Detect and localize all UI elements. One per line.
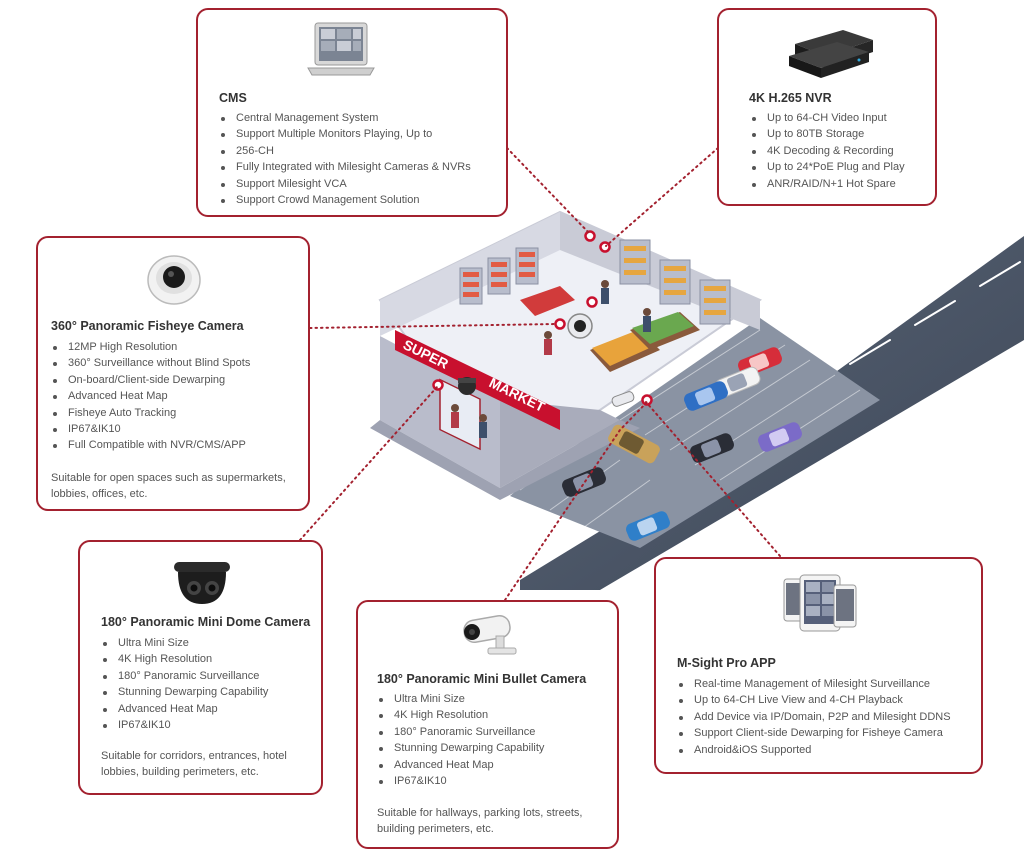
card-minidome-features: Ultra Mini Size 4K High Resolution 180° … [100, 635, 268, 733]
feature-item: 4K Decoding & Recording [749, 143, 905, 159]
feature-item: Ultra Mini Size [100, 635, 268, 651]
feature-item: Support Milesight VCA [218, 176, 471, 192]
feature-item: Ultra Mini Size [376, 691, 544, 707]
feature-item: Stunning Dewarping Capability [100, 684, 268, 700]
feature-item: Central Management System [218, 110, 471, 126]
card-bullet-note: Suitable for hallways, parking lots, str… [377, 807, 583, 835]
feature-item: Android&iOS Supported [676, 742, 951, 758]
card-bullet: 180° Panoramic Mini Bullet Camera Ultra … [356, 600, 619, 849]
feature-item: Support Client-side Dewarping for Fishey… [676, 725, 951, 741]
card-nvr-title: 4K H.265 NVR [749, 91, 832, 105]
feature-item: Advanced Heat Map [376, 757, 544, 773]
fisheye-camera-mount [567, 313, 593, 339]
feature-item: Up to 64-CH Live View and 4-CH Playback [676, 692, 951, 708]
feature-item: 4K High Resolution [100, 651, 268, 667]
connector-lines [299, 147, 781, 601]
feature-item: Advanced Heat Map [50, 388, 250, 404]
card-cms-features: Central Management System Support Multip… [218, 110, 471, 208]
feature-item: 360° Surveillance without Blind Spots [50, 355, 250, 371]
card-bullet-title: 180° Panoramic Mini Bullet Camera [377, 672, 587, 686]
minidome-camera-icon [174, 562, 230, 604]
feature-item: On-board/Client-side Dewarping [50, 372, 250, 388]
feature-item: Up to 80TB Storage [749, 126, 905, 142]
feature-item: Add Device via IP/Domain, P2P and Milesi… [676, 709, 951, 725]
card-app-title: M-Sight Pro APP [677, 656, 776, 670]
feature-item: Fully Integrated with Milesight Cameras … [218, 159, 471, 175]
parked-cars [562, 347, 802, 541]
feature-item: Support Multiple Monitors Playing, Up to [218, 126, 471, 142]
feature-item: 180° Panoramic Surveillance [376, 724, 544, 740]
feature-item: Up to 64-CH Video Input [749, 110, 905, 126]
card-app: M-Sight Pro APP Real-time Management of … [654, 557, 983, 774]
fisheye-camera-icon [147, 255, 201, 305]
minidome-camera-mount [458, 377, 476, 395]
card-minidome-note: Suitable for corridors, entrances, hotel… [101, 750, 287, 778]
card-minidome-title: 180° Panoramic Mini Dome Camera [101, 615, 311, 629]
card-cms-title: CMS [219, 91, 247, 105]
feature-item: IP67&IK10 [50, 421, 250, 437]
card-app-features: Real-time Management of Milesight Survei… [676, 676, 951, 758]
feature-item: Support Crowd Management Solution [218, 192, 471, 208]
card-nvr: 4K H.265 NVR Up to 64-CH Video Input Up … [717, 8, 937, 206]
card-nvr-features: Up to 64-CH Video Input Up to 80TB Stora… [749, 110, 905, 192]
feature-item: IP67&IK10 [100, 717, 268, 733]
feature-item: Fisheye Auto Tracking [50, 405, 250, 421]
feature-item: Full Compatible with NVR/CMS/APP [50, 437, 250, 453]
bullet-camera-icon [463, 615, 517, 655]
mobile-devices-icon [783, 574, 857, 632]
card-fisheye: 360° Panoramic Fisheye Camera 12MP High … [36, 236, 310, 511]
feature-item: 12MP High Resolution [50, 339, 250, 355]
card-fisheye-title: 360° Panoramic Fisheye Camera [51, 319, 244, 333]
nvr-device-icon [789, 30, 873, 78]
feature-item: Real-time Management of Milesight Survei… [676, 676, 951, 692]
laptop-icon [307, 22, 375, 76]
feature-item: ANR/RAID/N+1 Hot Spare [749, 176, 905, 192]
feature-item: 4K High Resolution [376, 707, 544, 723]
feature-item: 256-CH [218, 143, 471, 159]
card-cms: CMS Central Management System Support Mu… [196, 8, 508, 217]
feature-item: IP67&IK10 [376, 773, 544, 789]
feature-item: 180° Panoramic Surveillance [100, 668, 268, 684]
feature-item: Up to 24*PoE Plug and Play [749, 159, 905, 175]
card-bullet-features: Ultra Mini Size 4K High Resolution 180° … [376, 691, 544, 789]
feature-item: Stunning Dewarping Capability [376, 740, 544, 756]
card-fisheye-features: 12MP High Resolution 360° Surveillance w… [50, 339, 250, 454]
card-minidome: 180° Panoramic Mini Dome Camera Ultra Mi… [78, 540, 323, 795]
feature-item: Advanced Heat Map [100, 701, 268, 717]
bullet-camera-mount [611, 391, 635, 407]
card-fisheye-note: Suitable for open spaces such as superma… [51, 472, 286, 500]
